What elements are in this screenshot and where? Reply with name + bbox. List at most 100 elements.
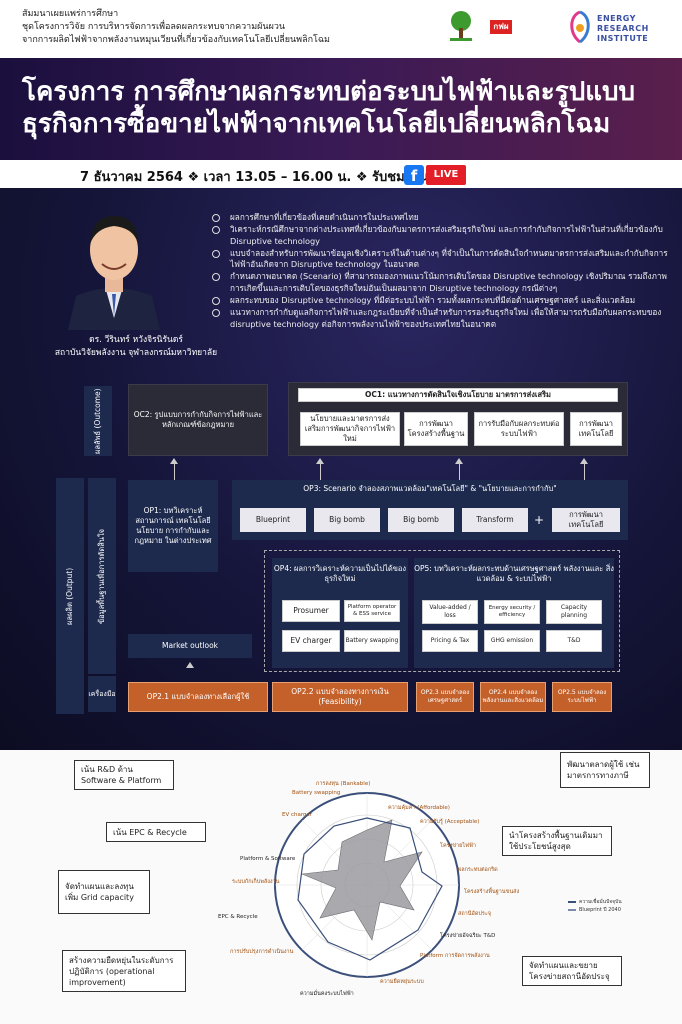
radar-chart — [274, 792, 460, 978]
radar-label: EPC & Recycle — [218, 914, 258, 920]
speaker-caption: ดร. วีรินทร์ หวังจิรนิรันดร์ สถาบันวิจัย… — [46, 334, 226, 360]
impact-value-added: Value-added / loss — [422, 600, 478, 624]
legend-item-blueprint: Blueprint ปี 2040 — [568, 906, 622, 914]
organizer-text: สัมมนาเผยแพร่การศึกษา ชุดโครงการวิจัย กา… — [22, 8, 330, 47]
connector-line — [320, 464, 321, 480]
business-platform-operator: Platform operator & ESS service — [344, 600, 400, 622]
header-bar: สัมมนาเผยแพร่การศึกษา ชุดโครงการวิจัย กา… — [0, 0, 682, 58]
organizer-line-3: จากการผลิตไฟฟ้าจากพลังงานหมุนเวียนที่เกี… — [22, 35, 330, 45]
connector-line — [459, 464, 460, 480]
plus-icon: + — [533, 513, 545, 527]
business-prosumer: Prosumer — [282, 600, 340, 622]
scope-bullet: กำหนดภาพอนาคต (Scenario) ที่สามารถมองภาพ… — [212, 271, 672, 294]
note-charging-network: จัดทำแผนและขยายโครงข่ายสถานีอัดประจุ — [522, 956, 622, 986]
info-label: ข้อมูลพื้นฐานเพื่อการตัดสินใจ — [88, 478, 116, 674]
scenario-big-bomb-1: Big bomb — [314, 508, 380, 532]
radar-label: ระบบกักเก็บพลังงาน — [232, 879, 280, 885]
arrow-up-icon — [170, 458, 178, 464]
scenario-transform: Transform — [462, 508, 528, 532]
scenario-tech-development: การพัฒนาเทคโนโลยี — [552, 508, 620, 532]
legend-label-blueprint: Blueprint ปี 2040 — [579, 907, 621, 913]
outcome-label: ผลลัพธ์ (Outcome) — [84, 386, 112, 456]
radar-line-blueprint — [297, 817, 443, 961]
note-grid-capacity: จัดทำแผนและลงทุนเพิ่ม Grid capacity — [58, 870, 150, 914]
business-battery-swapping: Battery swapping — [344, 630, 400, 652]
impact-pricing-tax: Pricing & Tax — [422, 630, 478, 652]
market-outlook-box: Market outlook — [128, 634, 252, 658]
title-line-2: ธุรกิจการซื้อขายไฟฟ้าจากเทคโนโลยีเปลี่ยน… — [22, 109, 611, 139]
op1-box: OP1: บทวิเคราะห์สถานการณ์ เทคโนโลยี นโยบ… — [128, 480, 218, 572]
impact-capacity-planning: Capacity planning — [546, 600, 602, 624]
oc1-title: OC1: แนวทางการตัดสินใจเชิงนโยบาย มาตรการ… — [298, 388, 618, 402]
op25-model: OP2.5 แบบจำลองระบบไฟฟ้า — [552, 682, 612, 712]
eri-swirl-icon — [570, 10, 590, 44]
egat-logo: กฟผ — [490, 20, 548, 42]
arrow-up-icon — [580, 458, 588, 464]
oc1-item-impact: การรับมือกับผลกระทบต่อระบบไฟฟ้า — [474, 412, 564, 446]
oc1-item-infrastructure: การพัฒนาโครงสร้างพื้นฐาน — [404, 412, 468, 446]
organizer-line-2: ชุดโครงการวิจัย การบริหารจัดการเพื่อลดผล… — [22, 22, 286, 32]
radar-label: โครงข่ายไฟฟ้า — [440, 843, 476, 849]
op24-model: OP2.4 แบบจำลองพลังงานและสิ่งแวดล้อม — [480, 682, 546, 712]
scope-bullet: แบบจำลองสำหรับการพัฒนาข้อมูลเชิงวิเคราะห… — [212, 248, 672, 271]
radar-label: การลงทุน (Bankable) — [316, 781, 371, 787]
facebook-icon[interactable]: f — [404, 165, 424, 185]
radar-label: ความคุ้มค่า (Affordable) — [388, 805, 450, 811]
speaker-name: ดร. วีรินทร์ หวังจิรนิรันดร์ — [89, 335, 183, 345]
radar-label: โครงข่ายอัจฉริยะ T&D — [440, 933, 496, 939]
arrow-up-icon — [455, 458, 463, 464]
radar-label: การปรับปรุงการดำเนินงาน — [230, 949, 294, 955]
radar-label: ความมั่นคงระบบไฟฟ้า — [300, 991, 354, 997]
radar-label: EV charger — [282, 812, 313, 818]
analysis-dashed-frame — [264, 550, 620, 672]
eri-line-3: INSTITUTE — [597, 34, 649, 43]
op22-model: OP2.2 แบบจำลองทางการเงิน (Feasibility) — [272, 682, 408, 712]
eri-line-1: ENERGY — [597, 14, 636, 23]
title-band — [0, 58, 682, 160]
tools-label: เครื่องมือ — [88, 676, 116, 712]
page-title: โครงการ การศึกษาผลกระทบต่อระบบไฟฟ้าและรู… — [22, 76, 662, 140]
title-line-1: โครงการ การศึกษาผลกระทบต่อระบบไฟฟ้าและรู… — [22, 77, 635, 107]
scope-bullet: ผลการศึกษาที่เกี่ยวข้องที่เคยดำเนินการใน… — [212, 212, 672, 224]
oc2-box: OC2: รูปแบบการกำกับกิจการไฟฟ้าและหลักเกณ… — [128, 384, 268, 456]
live-badge[interactable]: LIVE — [426, 165, 466, 185]
oc1-item-policy: นโยบายและมาตรการส่งเสริมการพัฒนากิจการไฟ… — [300, 412, 400, 446]
radar-label: Platform การจัดการพลังงาน — [420, 953, 490, 959]
connector-line — [584, 464, 585, 480]
radar-label: Battery swapping — [292, 790, 341, 796]
note-user-market: พัฒนาตลาดผู้ใช้ เช่น มาตรการทางภาษี — [560, 752, 650, 788]
business-ev-charger: EV charger — [282, 630, 340, 652]
connector-line — [174, 464, 175, 484]
impact-energy-security: Energy security / efficiency — [484, 600, 540, 624]
eri-line-2: RESEARCH — [597, 24, 649, 33]
oc1-item-technology: การพัฒนาเทคโนโลยี — [570, 412, 622, 446]
speaker-photo — [68, 216, 160, 330]
radar-label: ความยืดหยุ่นระบบ — [380, 979, 424, 985]
radar-legend: ความเชื่อมั่นปัจจุบัน Blueprint ปี 2040 — [568, 898, 622, 914]
scope-bullet-list: ผลการศึกษาที่เกี่ยวข้องที่เคยดำเนินการใน… — [212, 212, 672, 331]
arrow-up-icon — [186, 662, 194, 668]
radar-label: Platform & Software — [240, 856, 296, 862]
arrow-up-icon — [316, 458, 324, 464]
speaker-affiliation: สถาบันวิจัยพลังงาน จุฬาลงกรณ์มหาวิทยาลัย — [54, 348, 218, 358]
scenario-blueprint: Blueprint — [240, 508, 306, 532]
op23-model: OP2.3 แบบจำลองเศรษฐศาสตร์ — [416, 682, 474, 712]
egat-logo-mark: กฟผ — [490, 20, 512, 34]
radar-area-current — [301, 819, 423, 941]
impact-ghg-emission: GHG emission — [484, 630, 540, 652]
scope-bullet: แนวทางการกำกับดูแลกิจการไฟฟ้าและกฎระเบีย… — [212, 307, 672, 330]
note-software-platform: เน้น R&D ด้าน Software & Platform — [74, 760, 174, 790]
op21-model: OP2.1 แบบจำลองทางเลือกผู้ใช้ — [128, 682, 268, 712]
radar-label: สถานีอัดประจุ — [458, 911, 492, 917]
output-label: ผลผลิต (Output) — [56, 478, 84, 714]
organizer-line-1: สัมมนาเผยแพร่การศึกษา — [22, 9, 119, 19]
legend-label-current: ความเชื่อมั่นปัจจุบัน — [579, 899, 622, 905]
radar-label: โครงสร้างพื้นฐานขนส่ง — [464, 889, 520, 895]
note-operational-flexibility: สร้างความยืดหยุ่นในระดับการปฏิบัติการ (o… — [62, 950, 186, 992]
scope-bullet: ผลกระทบของ Disruptive technology ที่มีต่… — [212, 295, 672, 307]
note-existing-infrastructure: นำโครงสร้างพื้นฐานเดิมมาใช้ประโยชน์สูงสุ… — [502, 826, 612, 856]
legend-item-current: ความเชื่อมั่นปัจจุบัน — [568, 898, 622, 906]
scenario-big-bomb-2: Big bomb — [388, 508, 454, 532]
impact-td: T&D — [546, 630, 602, 652]
tree-logo-icon — [450, 11, 472, 41]
